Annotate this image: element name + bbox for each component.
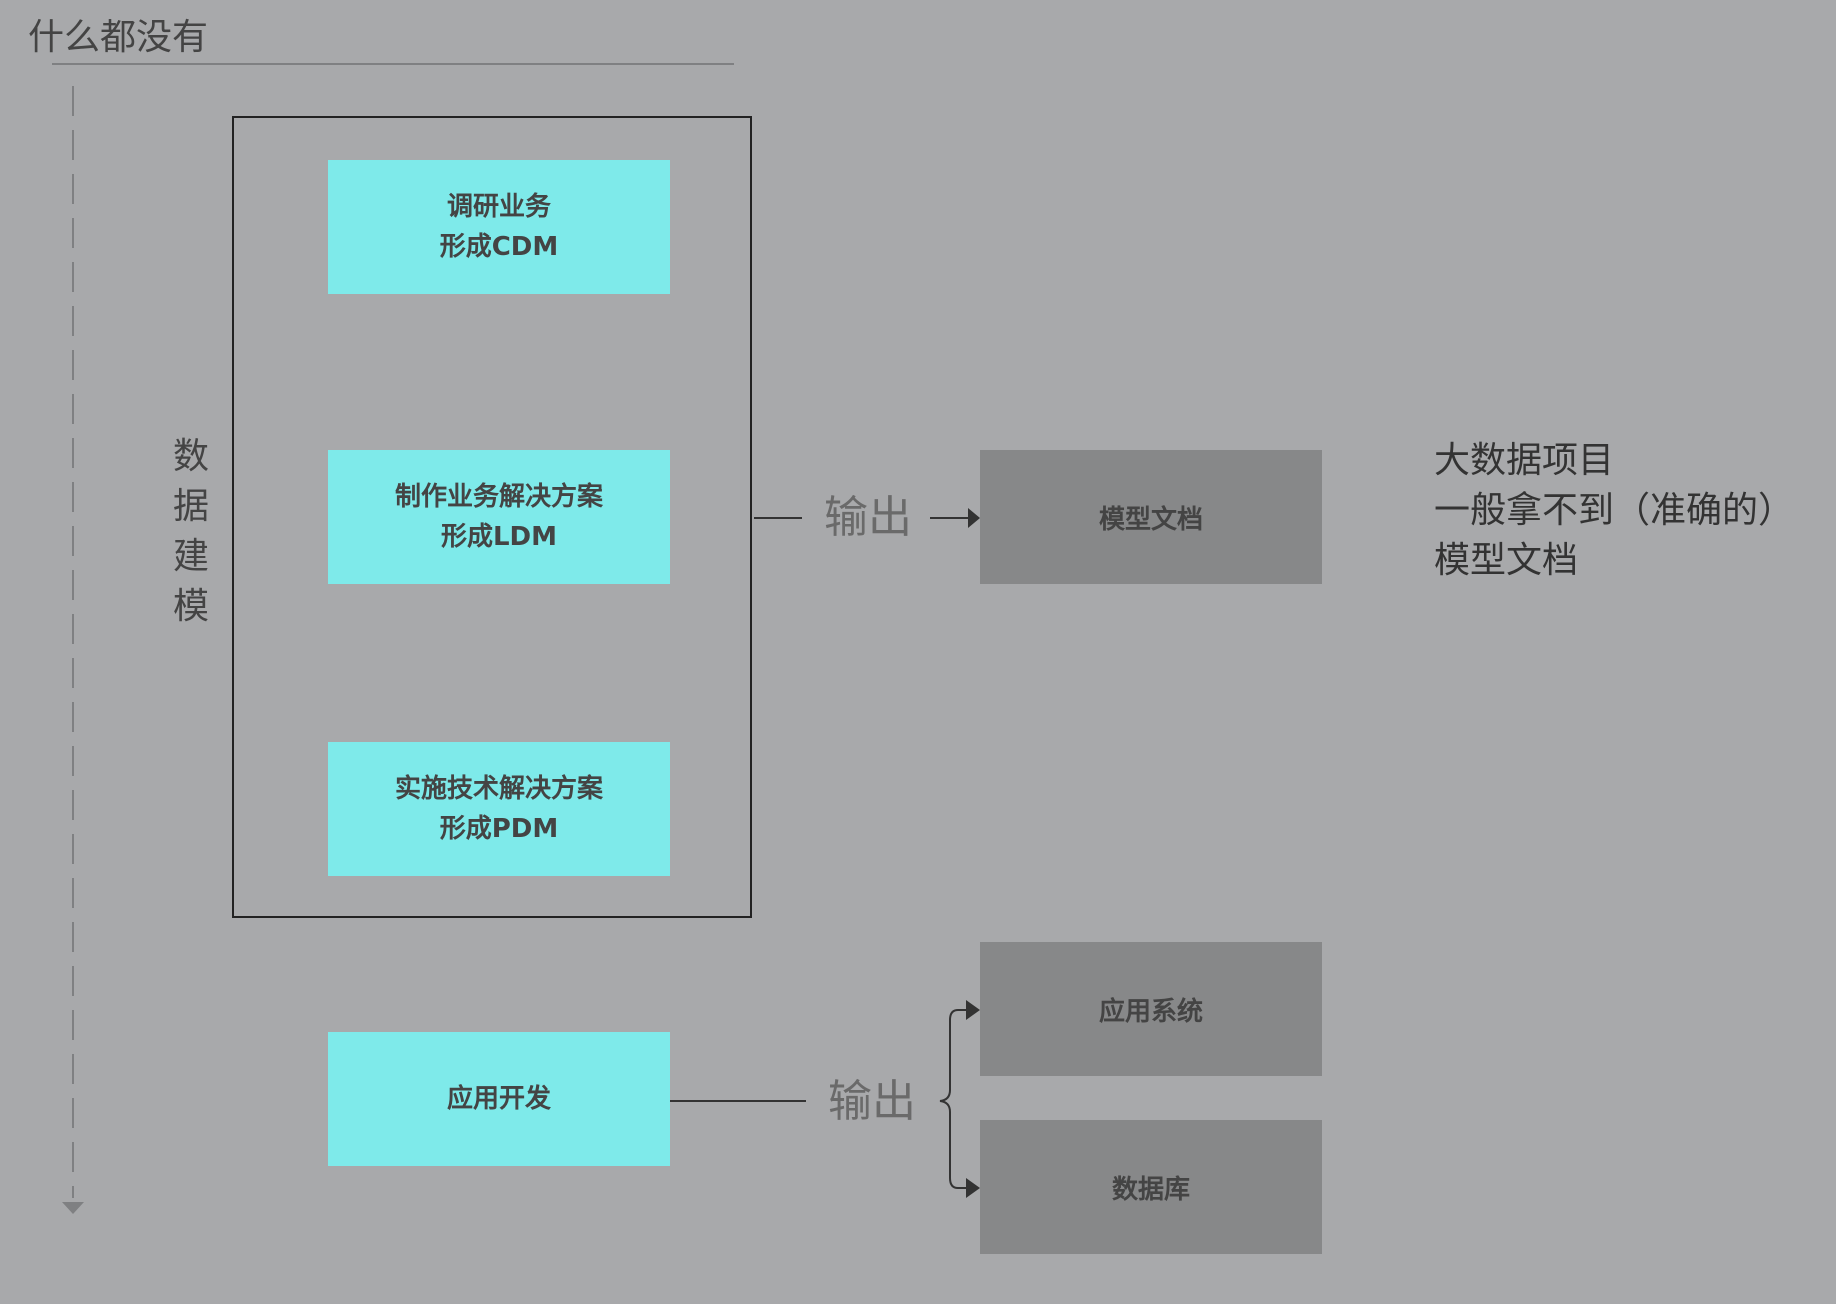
start-rule [52,63,734,65]
note-line: 大数据项目 [1434,440,1615,481]
app-system-arrowhead [966,1000,980,1020]
app-system-box: 应用系统 [980,942,1322,1076]
data-modeling-frame [232,116,752,918]
side-note: 大数据项目 一般拿不到（准确的） 模型文档 [1434,436,1794,586]
output-label-modeling: 输出 [824,492,912,543]
app-dev-box: 应用开发 [328,1032,670,1166]
step-ldm-line2: 形成LDM [440,522,558,552]
output-label-dev: 输出 [828,1076,916,1127]
step-pdm-box: 实施技术解决方案 形成PDM [328,742,670,876]
note-line: 模型文档 [1434,540,1579,581]
app-dev-label: 应用开发 [446,1084,551,1114]
timeline-arrowhead [62,1202,84,1214]
step-pdm-line1: 实施技术解决方案 [394,774,603,804]
output-brace [939,1009,966,1189]
database-label: 数据库 [1111,1174,1190,1205]
step-ldm-box: 制作业务解决方案 形成LDM [328,450,670,584]
database-box: 数据库 [980,1120,1322,1254]
step-cdm-box: 调研业务 形成CDM [328,160,670,294]
start-label: 什么都没有 [28,17,209,58]
step-ldm-line1: 制作业务解决方案 [394,482,603,512]
step-pdm-line2: 形成PDM [439,814,559,844]
app-system-label: 应用系统 [1098,996,1203,1027]
side-label-char: 模 [172,586,209,627]
model-doc-label: 模型文档 [1098,504,1203,535]
side-label-char: 据 [172,486,209,527]
data-modeling-label: 数 据 建 模 [166,432,216,632]
note-line: 一般拿不到（准确的） [1434,490,1795,531]
model-doc-arrowhead [968,508,980,528]
database-arrowhead [966,1178,980,1198]
side-label-char: 建 [172,536,209,577]
model-doc-box: 模型文档 [980,450,1322,584]
side-label-char: 数 [172,436,209,477]
step-cdm-line1: 调研业务 [446,192,551,222]
step-cdm-line2: 形成CDM [439,232,559,262]
